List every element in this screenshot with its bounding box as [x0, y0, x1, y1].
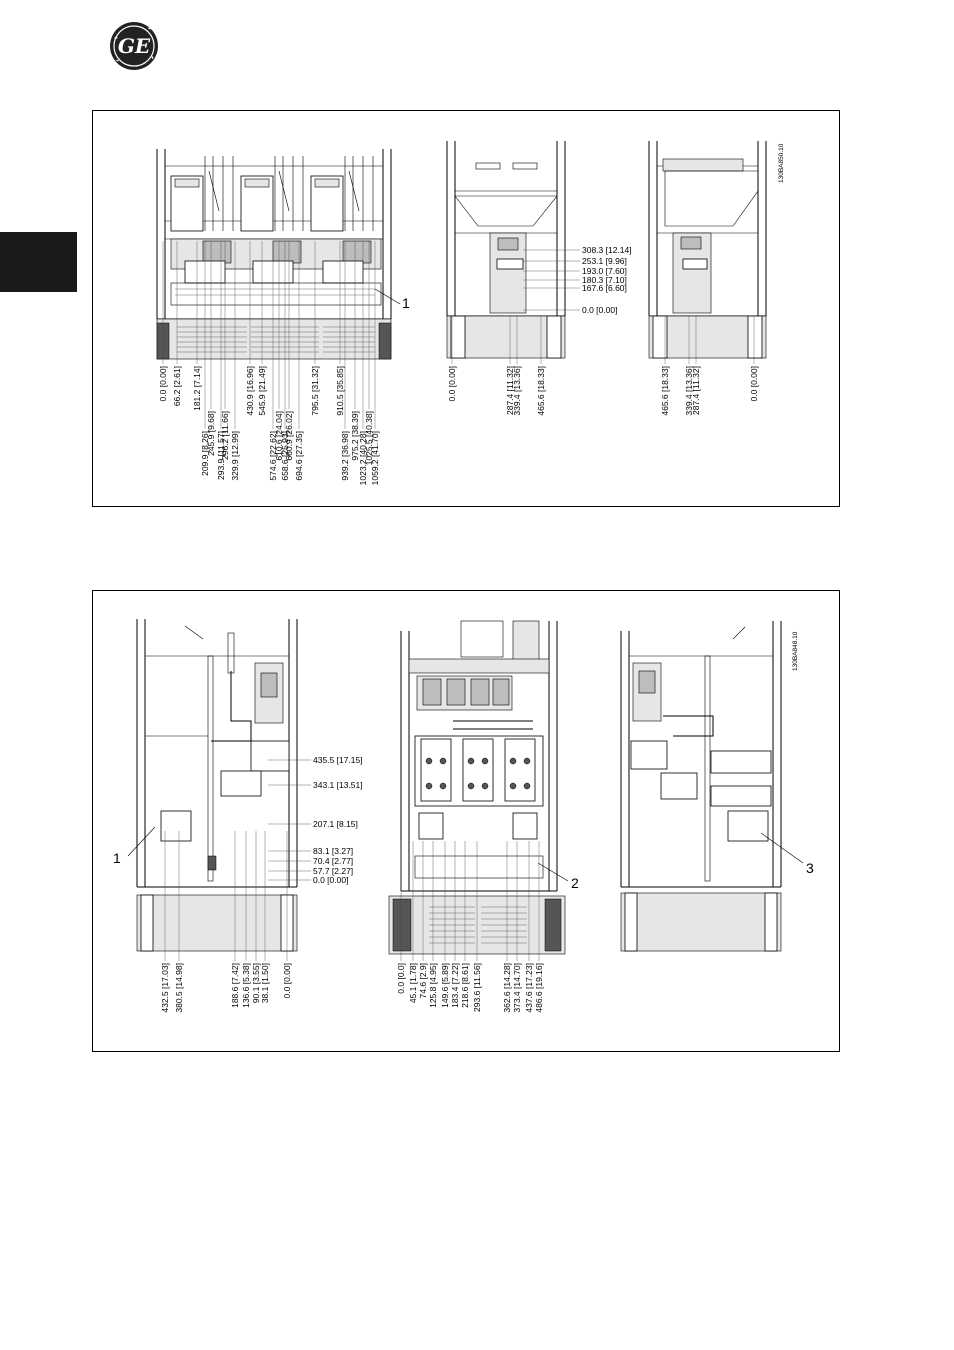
middle-bottom-dim-label: 218.6 [8.61] — [460, 963, 470, 1008]
side-bottom-dim-label: 0.0 [0.00] — [447, 366, 457, 401]
front-dim-label: 66.2 [2.61] — [172, 366, 182, 406]
middle-bottom-dim-label: 183.4 [7.22] — [450, 963, 460, 1008]
front-view: 1 — [156, 149, 410, 360]
front-dim-label: 296.2 [11.66] — [220, 411, 230, 460]
left-view: 1 — [113, 619, 298, 952]
side2-bottom-dim-label: 287.4 [11.32] — [691, 366, 701, 415]
left-right-dimensions: 435.5 [17.15] 343.1 [13.51] 207.1 [8.15] 83… — [268, 755, 363, 885]
side-right-bottom-dimensions: 465.6 [18.33] 339.4 [13.36]287.4 [11.32] 0… — [660, 316, 759, 416]
front-dim-label: 910.5 [35.85] — [335, 366, 345, 416]
front-dim-label: 1023.2 [40.28] — [358, 431, 368, 485]
side-right-dim-label: 253.1 [9.96] — [582, 256, 627, 266]
front-dimensions: 0.0 [0.00] 66.2 [2.61] 181.2 [7.14] 209.9 [… — [158, 241, 380, 485]
left-bottom-dim-label: 90.1 [3.55] — [251, 963, 261, 1003]
front-dim-label: 658.6 [25.93] — [280, 431, 290, 481]
front-dim-label: 975.2 [38.39] — [350, 411, 360, 461]
front-dim-label: 795.5 [31.32] — [310, 366, 320, 416]
middle-bottom-dim-label: 0.0 [0.0] — [396, 963, 406, 994]
left-bottom-dim-label: 0.0 [0.00] — [282, 963, 292, 998]
front-dim-label: 545.9 [21.49] — [257, 366, 267, 416]
side-right-dim-label: 308.3 [12.14] — [582, 245, 632, 255]
side-right-dim-label: 180.3 [7.10] — [582, 275, 627, 285]
front-dim-label: 1025.5 [40.38] — [364, 411, 374, 465]
side-right-dim-label: 193.0 [7.60] — [582, 266, 627, 276]
side-left-right-dimensions: 308.3 [12.14]253.1 [9.96]193.0 [7.60]180… — [523, 245, 632, 315]
ge-logo: GE — [110, 22, 158, 70]
side-view-left — [446, 141, 566, 359]
front-dim-label: 209.9 [8.26] — [200, 431, 210, 476]
front-dim-label: 610.6 [24.04] — [274, 411, 284, 461]
side-left-bottom-dimensions: 0.0 [0.00] 287.4 [11.32]339.4 [13.36] 465.… — [447, 316, 546, 416]
figure-top-cabling: 1 0.0 [0.00] 66.2 [2.61] 181.2 [7.14] 209.9… — [92, 110, 840, 507]
left-right-dim-label: 83.1 [3.27] — [313, 846, 353, 856]
middle-bottom-dim-label: 486.6 [19.16] — [534, 963, 544, 1013]
left-right-dim-label: 207.1 [8.15] — [313, 819, 358, 829]
left-bottom-dim-label: 432.5 [17.03] — [160, 963, 170, 1013]
front-dim-label: 0.0 [0.00] — [158, 366, 168, 401]
side-bottom-dim-label: 287.4 [11.32] — [505, 366, 515, 415]
middle-bottom-dim-label: 362.6 [14.28] — [502, 963, 512, 1013]
figure2-drawing: 1 435.5 [17.15] 343.1 [13.51] 207.1 [8.15]… — [113, 619, 814, 1013]
side2-bottom-dim-label: 339.4 [13.36] — [684, 366, 694, 416]
middle-view: 2 — [388, 620, 579, 955]
front-dim-label: 660.9 [26.02] — [284, 411, 294, 461]
front-dim-label: 574.6 [22.62] — [268, 431, 278, 481]
callout-2: 2 — [571, 875, 579, 891]
middle-bottom-dimensions: 0.0 [0.0]45.1 [1.78]74.6 [2.9]125.8 [4.9… — [396, 841, 544, 1013]
section-tab — [0, 232, 77, 292]
left-bottom-dim-label: 136.6 [5.38] — [241, 963, 251, 1008]
left-bottom-dimensions: 432.5 [17.03] 380.5 [14.98] 188.6 [7.42]13… — [160, 831, 292, 1013]
side2-bottom-dim-label: 465.6 [18.33] — [660, 366, 670, 416]
front-dim-label: 181.2 [7.14] — [192, 366, 202, 411]
front-dim-label: 694.6 [27.35] — [294, 431, 304, 481]
middle-bottom-dim-label: 293.6 [11.56] — [472, 963, 482, 1012]
figure1-drawing: 1 0.0 [0.00] 66.2 [2.61] 181.2 [7.14] 209.9… — [156, 141, 785, 485]
left-right-dim-label: 435.5 [17.15] — [313, 755, 363, 765]
middle-bottom-dim-label: 437.6 [17.23] — [524, 963, 534, 1013]
side-right-dim-label: 167.6 [6.60] — [582, 283, 627, 293]
left-right-dim-label: 343.1 [13.51] — [313, 780, 363, 790]
callout-1: 1 — [402, 295, 410, 311]
left-right-dim-label: 57.7 [2.27] — [313, 866, 353, 876]
middle-bottom-dim-label: 125.8 [4.95] — [428, 963, 438, 1008]
left-bottom-dim-label: 380.5 [14.98] — [174, 963, 184, 1013]
drawing-code: 130BA848.10 — [792, 631, 799, 671]
svg-text:GE: GE — [118, 34, 151, 58]
left-right-dim-label: 70.4 [2.77] — [313, 856, 353, 866]
front-dim-label: 939.2 [36.98] — [340, 431, 350, 481]
left-bottom-dim-label: 188.6 [7.42] — [230, 963, 240, 1008]
front-dim-label: 245.9 [9.68] — [206, 411, 216, 456]
left-right-dim-label: 0.0 [0.00] — [313, 875, 348, 885]
left-bottom-dim-label: 38.1 [1.50] — [260, 963, 270, 1003]
drawing-code: 130BA850.10 — [778, 143, 785, 183]
middle-bottom-dim-label: 149.6 [5.89] — [440, 963, 450, 1008]
side-bottom-dim-label: 465.6 [18.33] — [536, 366, 546, 416]
side-right-dim-label: 0.0 [0.00] — [582, 305, 617, 315]
callout-1: 1 — [113, 850, 121, 866]
front-dim-label: 430.9 [16.96] — [245, 366, 255, 416]
side2-bottom-dim-label: 0.0 [0.00] — [749, 366, 759, 401]
front-dim-label: 293.9 [11.57] — [216, 431, 226, 480]
middle-bottom-dim-label: 74.6 [2.9] — [418, 963, 428, 998]
callout-3: 3 — [806, 860, 814, 876]
side-bottom-dim-label: 339.4 [13.36] — [512, 366, 522, 416]
side-view-right — [648, 141, 767, 359]
middle-bottom-dim-label: 45.1 [1.78] — [408, 963, 418, 1003]
figure-bottom-cabling: 1 435.5 [17.15] 343.1 [13.51] 207.1 [8.15]… — [92, 590, 840, 1052]
front-dim-label: 329.9 [12.99] — [230, 431, 240, 481]
right-view: 3 — [620, 621, 814, 952]
front-dim-label: 1059.2 [41.70] — [370, 431, 380, 485]
middle-bottom-dim-label: 373.4 [14.70] — [512, 963, 522, 1013]
